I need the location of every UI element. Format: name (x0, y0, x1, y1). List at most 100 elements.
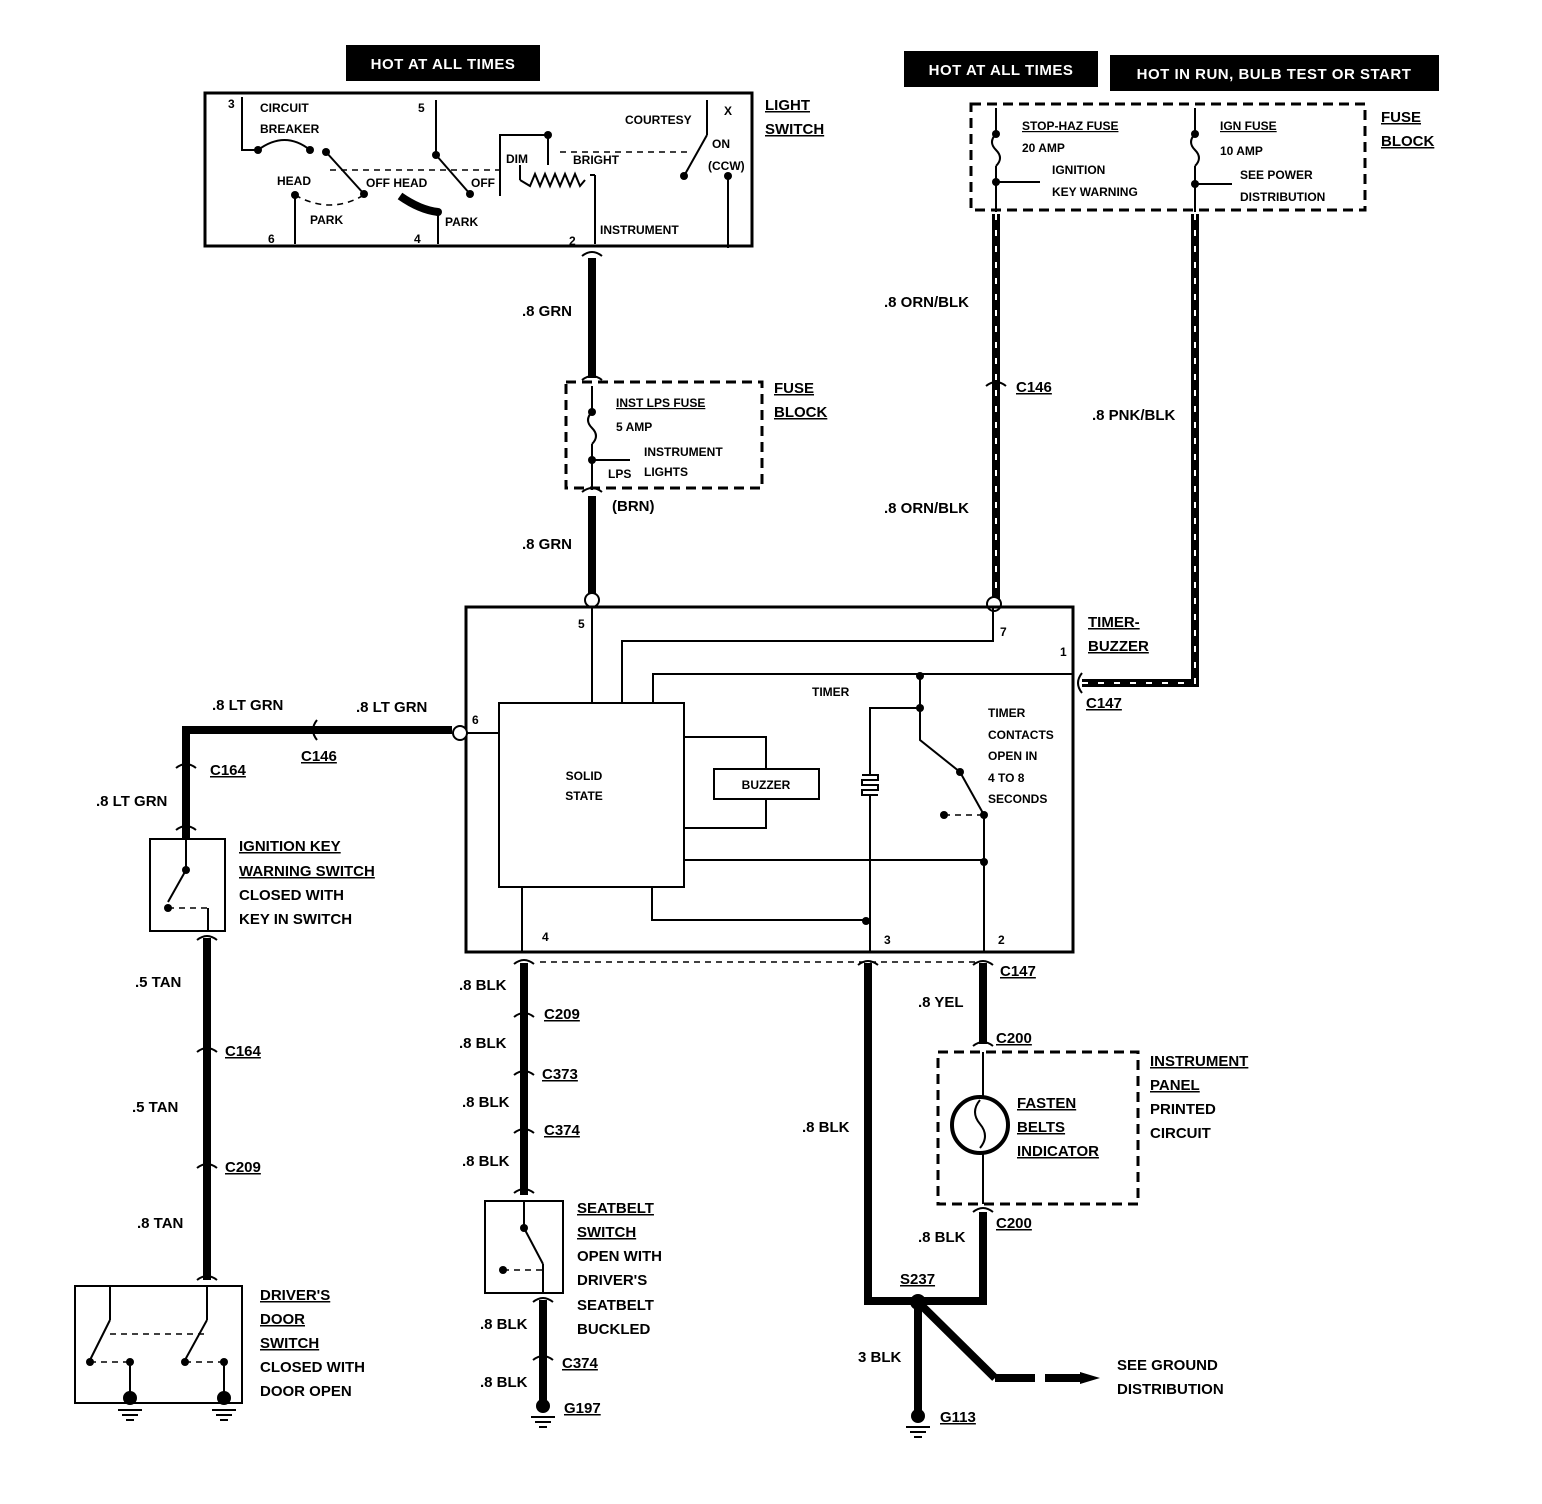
ls-instrument: INSTRUMENT (600, 223, 679, 237)
fbl-instr-2: LIGHTS (644, 465, 688, 479)
timer-buzzer: TIMER- BUZZER 5 7 1 6 4 3 2 TIMER SOLID … (452, 605, 1149, 954)
ls-bright: BRIGHT (573, 153, 620, 167)
connector-c146-a: C146 (1016, 379, 1052, 396)
wire-grn-1-label: .8 GRN (522, 303, 572, 320)
fbr-ign-amp: 10 AMP (1220, 144, 1263, 158)
header-hot-left-text: HOT AT ALL TIMES (371, 56, 516, 73)
ls-off-head: OFF HEAD (366, 176, 428, 190)
fbl-title-2: BLOCK (774, 404, 827, 421)
ls-dim: DIM (506, 152, 528, 166)
ign-switch-line-2: WARNING SWITCH (239, 863, 375, 880)
light-switch: LIGHT SWITCH 3 CIRCUIT BREAKER 5 COURTES… (203, 91, 824, 248)
ls-pin-5: 5 (418, 101, 425, 115)
tb-solid-1: SOLID (566, 769, 603, 783)
wire-blk-3-label: .8 BLK (462, 1094, 510, 1111)
ls-pin-x: X (724, 104, 732, 118)
ground-g113: G113 (940, 1409, 976, 1426)
inst-panel-line-3: PRINTED (1150, 1101, 1216, 1118)
door-switch-line-3: SWITCH (260, 1335, 319, 1352)
wire-3blk-label: 3 BLK (858, 1349, 902, 1366)
wire-tan-3-label: .8 TAN (137, 1215, 183, 1232)
fbr-title-2: BLOCK (1381, 133, 1434, 150)
fuse-block-left: FUSE BLOCK INST LPS FUSE 5 AMP INSTRUMEN… (564, 380, 827, 490)
fbr-stop-haz: STOP-HAZ FUSE (1022, 119, 1118, 133)
tb-pin-7: 7 (1000, 625, 1007, 639)
connector-c374-b: C374 (562, 1355, 599, 1372)
wire-blk-7-label: .8 BLK (802, 1119, 850, 1136)
ls-pin-4: 4 (414, 232, 421, 246)
ls-park: PARK (310, 213, 343, 227)
wire-tan-1-label: .5 TAN (135, 974, 181, 991)
ls-circuit-1: CIRCUIT (260, 101, 309, 115)
wire-ltgrn-1-label: .8 LT GRN (212, 697, 283, 714)
tb-buzzer: BUZZER (742, 778, 791, 792)
fbr-see-2: DISTRIBUTION (1240, 190, 1325, 204)
fbr-stop-amp: 20 AMP (1022, 141, 1065, 155)
connector-c209-b: C209 (544, 1006, 580, 1023)
fuse-block-right: FUSE BLOCK STOP-HAZ FUSE 20 AMP IGNITION… (969, 102, 1434, 212)
ls-courtesy: COURTESY (625, 113, 692, 127)
wire-pnk-blk: .8 PNK/BLK C147 (1077, 214, 1199, 712)
ign-switch-line-1: IGNITION KEY (239, 838, 341, 855)
wire-orn-blk: .8 ORN/BLK .8 ORN/BLK C146 (884, 214, 1052, 612)
tb-title-1: TIMER- (1088, 614, 1140, 631)
wire-ltgrn-3-label: .8 LT GRN (96, 793, 167, 810)
connector-c147-b: C147 (1000, 963, 1036, 980)
wire-blk-1-label: .8 BLK (459, 977, 507, 994)
wire-yel-label: .8 YEL (918, 994, 964, 1011)
tb-pin-3: 3 (884, 933, 891, 947)
splice-s237: S237 3 BLK G113 SEE GROUND DISTRIBUTION (858, 1271, 1224, 1438)
connector-c164-a: C164 (210, 762, 247, 779)
tb-pin-1: 1 (1060, 645, 1067, 659)
wire-blk-6-label: .8 BLK (480, 1374, 528, 1391)
connector-c164-b: C164 (225, 1043, 262, 1060)
connector-c374-a: C374 (544, 1122, 581, 1139)
ls-ccw: (CCW) (708, 159, 745, 173)
ignition-key-switch: IGNITION KEY WARNING SWITCH CLOSED WITH … (149, 838, 375, 932)
fbr-ign-2: KEY WARNING (1052, 185, 1138, 199)
tb-solid-2: STATE (565, 789, 603, 803)
door-switch-line-4: CLOSED WITH (260, 1359, 365, 1376)
ls-head: HEAD (277, 174, 311, 188)
wire-orn-2-label: .8 ORN/BLK (884, 500, 969, 517)
fbr-ign-fuse: IGN FUSE (1220, 119, 1277, 133)
wire-blk-4-label: .8 BLK (462, 1153, 510, 1170)
connector-c147-a: C147 (1086, 695, 1122, 712)
door-switch-line-1: DRIVER'S (260, 1287, 330, 1304)
seatbelt-switch: SEATBELT SWITCH OPEN WITH DRIVER'S SEATB… (484, 1200, 662, 1338)
fasten-belts-1: FASTEN (1017, 1095, 1076, 1112)
ls-pin-6: 6 (268, 232, 275, 246)
header-hot-run: HOT IN RUN, BULB TEST OR START (1110, 55, 1439, 91)
connector-c146-b: C146 (301, 748, 337, 765)
door-switch: DRIVER'S DOOR SWITCH CLOSED WITH DOOR OP… (74, 1285, 365, 1421)
fbl-amp: 5 AMP (616, 420, 652, 434)
connector-c373: C373 (542, 1066, 578, 1083)
seatbelt-switch-line-2: SWITCH (577, 1224, 636, 1241)
ign-switch-line-3: CLOSED WITH (239, 887, 344, 904)
wire-blk-8-label: .8 BLK (918, 1229, 966, 1246)
seatbelt-switch-line-1: SEATBELT (577, 1200, 654, 1217)
splice-s237-label: S237 (900, 1271, 935, 1288)
light-switch-title-1: LIGHT (765, 97, 810, 114)
header-hot-left: HOT AT ALL TIMES (346, 45, 540, 81)
tb-pin-4: 4 (542, 930, 549, 944)
wire-ltgrn-2-label: .8 LT GRN (356, 699, 427, 716)
fbr-see-1: SEE POWER (1240, 168, 1313, 182)
fasten-belts-2: BELTS (1017, 1119, 1065, 1136)
tb-contacts-2: CONTACTS (988, 728, 1054, 742)
tb-title-2: BUZZER (1088, 638, 1149, 655)
header-hot-run-text: HOT IN RUN, BULB TEST OR START (1137, 66, 1412, 83)
seatbelt-switch-line-4: DRIVER'S (577, 1272, 647, 1289)
wire-pnk-label: .8 PNK/BLK (1092, 407, 1176, 424)
ground-ref-line-2: DISTRIBUTION (1117, 1381, 1224, 1398)
ls-circuit-2: BREAKER (260, 122, 320, 136)
ground-ref-line-1: SEE GROUND (1117, 1357, 1218, 1374)
wire-blk-2-label: .8 BLK (459, 1035, 507, 1052)
ls-pin-2: 2 (569, 234, 576, 248)
fbr-ign-1: IGNITION (1052, 163, 1105, 177)
tb-contacts-3: OPEN IN (988, 749, 1037, 763)
wire-grn-2-label: .8 GRN (522, 536, 572, 553)
fbr-title-1: FUSE (1381, 109, 1421, 126)
wire-blk-g197: .8 BLK .8 BLK C374 G197 (480, 1297, 601, 1428)
